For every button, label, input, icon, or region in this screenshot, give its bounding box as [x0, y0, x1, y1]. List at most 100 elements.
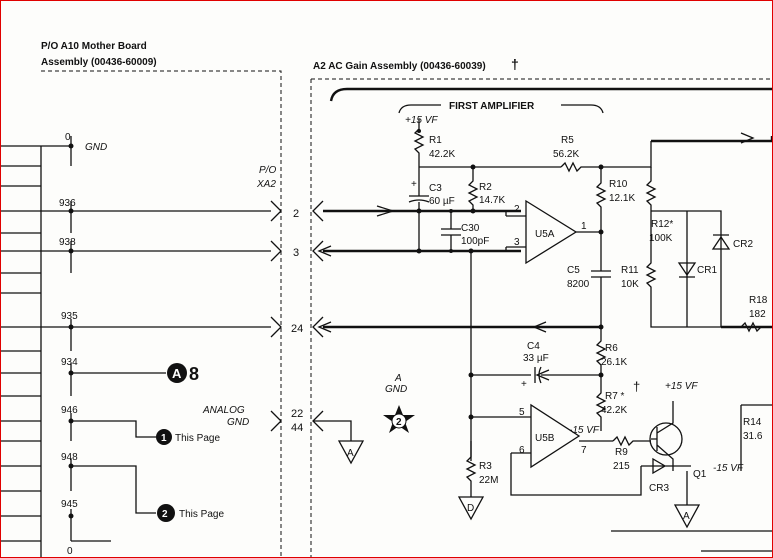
u5b-pin7: 7 [581, 445, 587, 456]
po-label: P/O [259, 165, 276, 176]
net-936: 936 [59, 198, 76, 209]
u5b-pin6: 6 [519, 445, 525, 456]
label-q1: Q1 [693, 469, 707, 480]
ref-2-number: 2 [162, 509, 168, 520]
label-r3: R3 [479, 461, 492, 472]
analog-gnd-star: 2 A GND [383, 373, 415, 433]
gain-assembly-title: A2 AC Gain Assembly (00436-60039) [313, 61, 486, 72]
u5a-pin3: 3 [514, 237, 520, 248]
label-r6: R6 [605, 343, 618, 354]
ref-a8-number: 8 [189, 364, 199, 384]
ref-2-text: This Page [179, 509, 224, 520]
svg-text:A: A [347, 448, 354, 459]
ref-this-page-1[interactable]: 1 This Page [156, 429, 220, 445]
net-948: 948 [61, 452, 78, 463]
value-r10: 12.1K [609, 193, 635, 204]
value-r5: 56.2K [553, 149, 579, 160]
label-cr3: CR3 [649, 483, 669, 494]
label-r11: R11 [621, 265, 639, 276]
pin-3: 3 [293, 247, 299, 259]
net-0-bottom: 0 [67, 546, 73, 557]
analog-gnd-line2: GND [227, 417, 249, 428]
label-r1: R1 [429, 135, 442, 146]
net-946: 946 [61, 405, 78, 416]
supply-plus15-a: +15 VF [405, 115, 438, 126]
value-c5: 8200 [567, 279, 590, 290]
net-935: 935 [61, 311, 78, 322]
value-r14: 31.6 [743, 431, 763, 442]
label-c3: C3 [429, 183, 442, 194]
first-amplifier-title: FIRST AMPLIFIER [449, 101, 535, 112]
ground-symbol-a1: A [313, 420, 365, 465]
label-r5: R5 [561, 135, 574, 146]
value-r6: 26.1K [601, 357, 627, 368]
label-r7: R7 * [605, 391, 625, 402]
ref-a8[interactable]: A 8 [167, 363, 199, 384]
label-cr2: CR2 [733, 239, 753, 250]
net-0-top: 0 [65, 132, 71, 143]
supply-plus15-b: +15 VF [665, 381, 698, 392]
dagger-r7: † [633, 379, 640, 394]
first-amplifier-bracket [398, 104, 604, 114]
pin-22: 22 [291, 408, 303, 420]
plus-c3: + [411, 179, 417, 190]
label-r2: R2 [479, 182, 492, 193]
signal-paths [317, 132, 772, 333]
a-label: A [394, 373, 402, 384]
net-945: 945 [61, 499, 78, 510]
ref-1-number: 1 [161, 433, 167, 444]
value-r3: 22M [479, 475, 498, 486]
value-c30: 100pF [461, 236, 489, 247]
pin-2: 2 [293, 208, 299, 220]
analog-gnd-line1: ANALOG [202, 405, 245, 416]
svg-text:D: D [467, 503, 474, 514]
label-cr1: CR1 [697, 265, 717, 276]
left-bus [1, 136, 271, 557]
label-c5: C5 [567, 265, 580, 276]
connector-xa2 [270, 200, 324, 432]
label-c4: C4 [527, 341, 540, 352]
value-r11: 10K [621, 279, 639, 290]
u5a-pin1: 1 [581, 221, 587, 232]
star-number: 2 [396, 417, 402, 428]
pin-24: 24 [291, 323, 303, 335]
label-c30: C30 [461, 223, 480, 234]
net-gnd: GND [85, 142, 107, 153]
supply-minus15-b: -15 VF [713, 463, 744, 474]
value-c4: 33 µF [523, 353, 549, 364]
first-amp-circuit [408, 119, 772, 552]
gain-assembly-bracket [329, 87, 772, 102]
net-934: 934 [61, 357, 78, 368]
label-r10: R10 [609, 179, 628, 190]
label-u5a: U5A [535, 229, 555, 240]
a-gnd-label: GND [385, 384, 407, 395]
label-r14: R14 [743, 417, 762, 428]
gain-assembly-dagger: † [511, 56, 519, 72]
motherboard-boundary [41, 70, 282, 557]
value-r1: 42.2K [429, 149, 455, 160]
motherboard-assembly: Assembly (00436-60009) [41, 57, 157, 68]
plus-c4: + [521, 379, 527, 390]
gain-assembly-boundary [310, 78, 772, 557]
xa2-label: XA2 [256, 179, 276, 190]
ref-a8-letter: A [172, 366, 182, 381]
value-c3: 60 µF [429, 196, 455, 207]
label-u5b: U5B [535, 433, 555, 444]
net-938: 938 [59, 237, 76, 248]
svg-text:A: A [683, 511, 690, 522]
value-r2: 14.7K [479, 195, 505, 206]
value-r18: 182 [749, 309, 766, 320]
label-r12: R12* [651, 219, 673, 230]
ground-symbol-a2: A [673, 471, 701, 529]
ref-this-page-2[interactable]: 2 This Page [157, 504, 224, 522]
label-r9: R9 [615, 447, 628, 458]
ref-1-text: This Page [175, 433, 220, 444]
value-r7: 42.2K [601, 405, 627, 416]
value-r9: 215 [613, 461, 630, 472]
pin-44: 44 [291, 422, 303, 434]
ground-symbol-d: D [457, 491, 485, 521]
label-r18: R18 [749, 295, 768, 306]
value-r12: 100K [649, 233, 673, 244]
